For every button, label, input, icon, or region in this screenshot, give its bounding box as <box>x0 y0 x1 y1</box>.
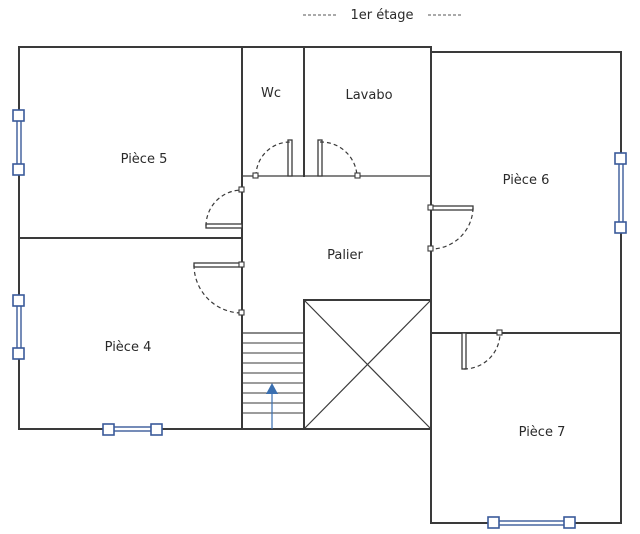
door-piece5 <box>205 186 245 229</box>
door-swing-arc <box>319 141 358 177</box>
window-piece4 <box>12 294 25 360</box>
room-label-wc: Wc <box>261 86 281 101</box>
window-piece4-bottom <box>102 423 163 436</box>
door-leaf <box>287 139 293 177</box>
door-swing-arc <box>255 141 291 177</box>
door-swing-arc <box>205 189 243 227</box>
plan-title: 1er étage <box>350 8 413 23</box>
door-hinge <box>252 172 259 179</box>
window-end <box>563 516 576 529</box>
door-leaf <box>430 205 474 211</box>
door-hinge <box>354 172 361 179</box>
door-lavabo <box>317 139 361 179</box>
room-labels: Pièce 5 Wc Lavabo Pièce 6 Palier Pièce 4… <box>105 86 566 440</box>
door-hinge <box>427 204 434 211</box>
door-piece7 <box>461 329 503 370</box>
door-hinge <box>238 261 245 268</box>
walls <box>18 46 622 524</box>
window-frame <box>492 520 572 526</box>
window-frame <box>16 299 22 356</box>
window-end <box>12 163 25 176</box>
window-piece6 <box>614 152 627 234</box>
window-end <box>614 221 627 234</box>
door-piece4 <box>193 261 245 316</box>
door-hinge <box>238 186 245 193</box>
window-piece7 <box>487 516 576 529</box>
void-diagonal <box>303 299 432 430</box>
window-end <box>12 109 25 122</box>
stair-arrow-icon <box>266 383 278 394</box>
room-label-piece5: Pièce 5 <box>121 152 168 167</box>
window-end <box>150 423 163 436</box>
door-leaf <box>461 332 467 370</box>
door-swing-arc <box>430 207 474 250</box>
door-hinge <box>427 245 434 252</box>
window-piece5 <box>12 109 25 176</box>
door-hinge <box>496 329 503 336</box>
stair-outline <box>241 332 305 430</box>
door-leaf <box>205 223 243 229</box>
windows <box>12 109 627 529</box>
door-wc <box>252 139 293 179</box>
room-label-palier: Palier <box>327 248 363 263</box>
window-end <box>102 423 115 436</box>
door-leaf <box>317 139 323 177</box>
stairwell-void <box>303 299 432 430</box>
door-leaf <box>193 262 243 268</box>
staircase <box>241 332 305 430</box>
room-label-lavabo: Lavabo <box>345 88 392 103</box>
void-outline <box>303 299 432 430</box>
door-hinge <box>238 309 245 316</box>
room-label-piece4: Pièce 4 <box>105 340 152 355</box>
window-end <box>12 294 25 307</box>
room-label-piece7: Pièce 7 <box>519 425 566 440</box>
doors <box>193 139 503 370</box>
plan-title-group: 1er étage <box>303 8 462 23</box>
room-label-piece6: Pièce 6 <box>503 173 550 188</box>
window-end <box>614 152 627 165</box>
window-end <box>12 347 25 360</box>
door-piece6 <box>427 204 474 252</box>
door-swing-arc <box>193 264 243 314</box>
door-swing-arc <box>463 332 501 370</box>
window-frame <box>618 157 624 229</box>
window-end <box>487 516 500 529</box>
